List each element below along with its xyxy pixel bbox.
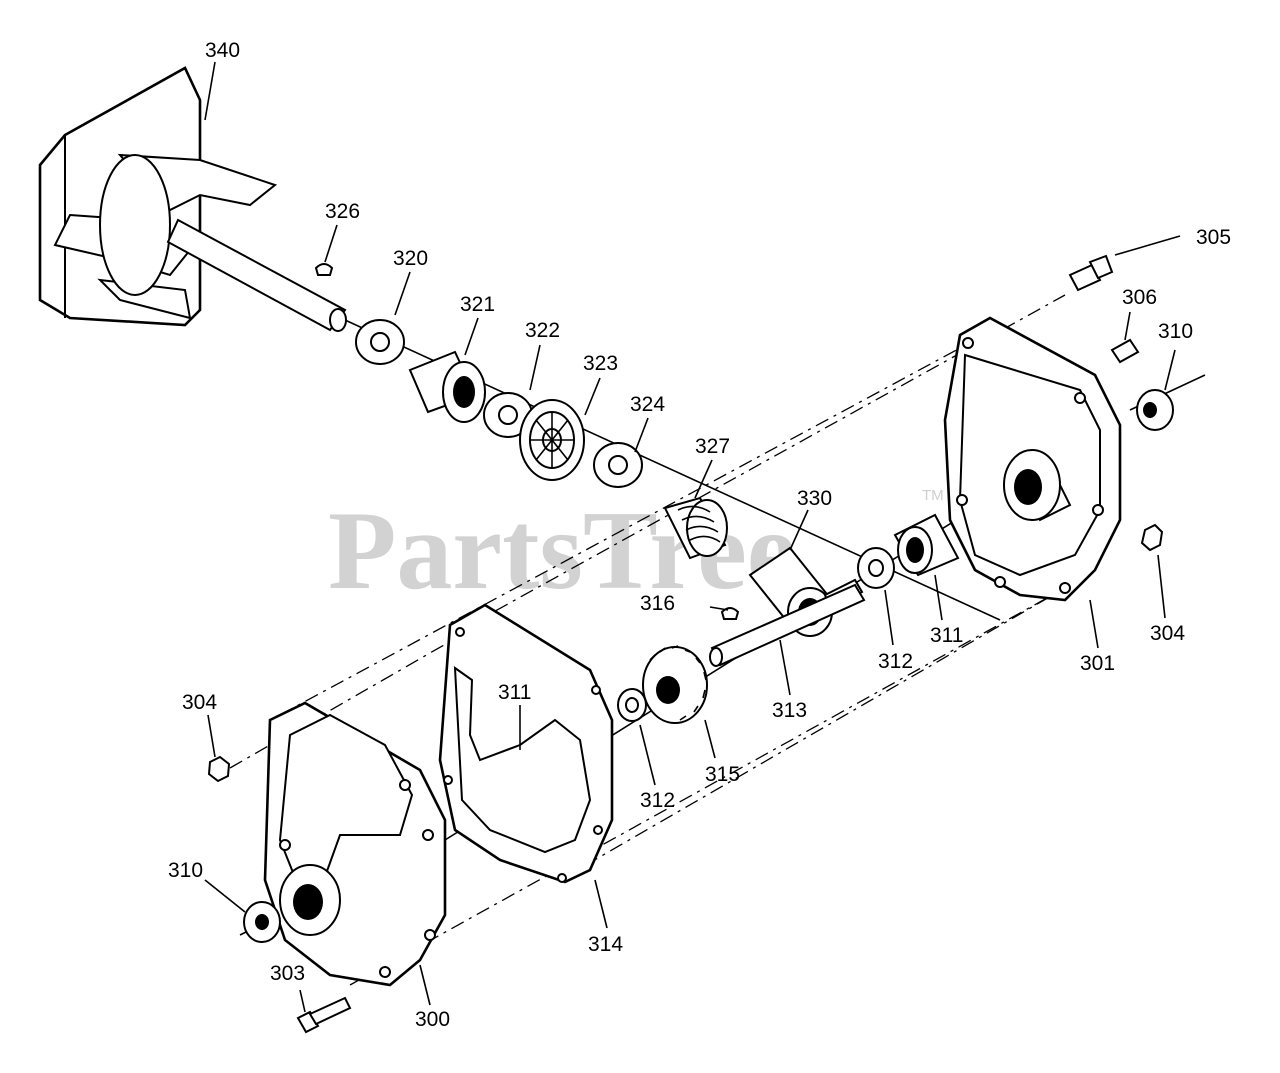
callout-330: 330 <box>797 487 832 510</box>
part-301-gearbox-half-right <box>943 316 1122 602</box>
watermark-text: PartsTree <box>328 489 797 613</box>
part-327-worm-gear <box>663 496 728 560</box>
part-311-bushing-upper <box>893 513 960 577</box>
callout-316: 316 <box>640 592 675 615</box>
callout-327: 327 <box>695 435 730 458</box>
part-303-bolt <box>296 996 352 1034</box>
callout-301: 301 <box>1080 652 1115 675</box>
part-323-thrust-bearing <box>519 399 585 481</box>
part-305-bolt <box>1068 254 1114 292</box>
callout-310-right: 310 <box>1158 320 1193 343</box>
callout-313: 313 <box>772 699 807 722</box>
part-304-nut-left <box>207 755 231 783</box>
part-321-bearing <box>408 350 486 423</box>
callout-310-left: 310 <box>168 859 203 882</box>
callout-312-lower: 312 <box>640 789 675 812</box>
part-340-impeller-housing <box>38 66 347 332</box>
callout-322: 322 <box>525 319 560 342</box>
part-313-shaft <box>709 583 866 667</box>
callout-323: 323 <box>583 352 618 375</box>
callout-314: 314 <box>588 933 623 956</box>
callout-311-upper: 311 <box>930 624 963 647</box>
callout-315: 315 <box>705 763 740 786</box>
callout-labels: 340 326 320 321 322 323 324 327 330 305 … <box>168 39 1231 1031</box>
part-312-washer-upper <box>857 547 895 589</box>
part-320-washer <box>355 319 405 365</box>
part-322-washer <box>483 392 533 438</box>
callout-324: 324 <box>630 393 665 416</box>
part-304-nut-right <box>1140 523 1164 552</box>
part-310-washer-left <box>243 901 281 943</box>
callout-304-left: 304 <box>182 691 217 714</box>
callout-340: 340 <box>205 39 240 62</box>
callout-305: 305 <box>1196 226 1231 249</box>
leader-lines <box>204 61 1181 1013</box>
callout-300: 300 <box>415 1008 450 1031</box>
callout-320: 320 <box>393 247 428 270</box>
callout-306: 306 <box>1122 286 1157 309</box>
part-314-gasket <box>438 603 614 884</box>
callout-321: 321 <box>460 293 495 316</box>
callout-326: 326 <box>325 200 360 223</box>
callout-304-right: 304 <box>1150 622 1185 645</box>
callout-311-lower: 311 <box>498 681 531 704</box>
part-312-washer-lower <box>617 688 647 722</box>
callout-312-upper: 312 <box>878 650 913 673</box>
part-306-set-screw <box>1110 338 1140 364</box>
part-324-washer <box>593 442 643 488</box>
part-300-gearbox-half-left <box>263 701 447 987</box>
part-310-washer-right <box>1136 389 1174 431</box>
part-326-key <box>314 263 334 276</box>
part-315-gear <box>642 645 708 724</box>
callout-303: 303 <box>270 962 305 985</box>
watermark-tm: TM <box>922 487 944 504</box>
